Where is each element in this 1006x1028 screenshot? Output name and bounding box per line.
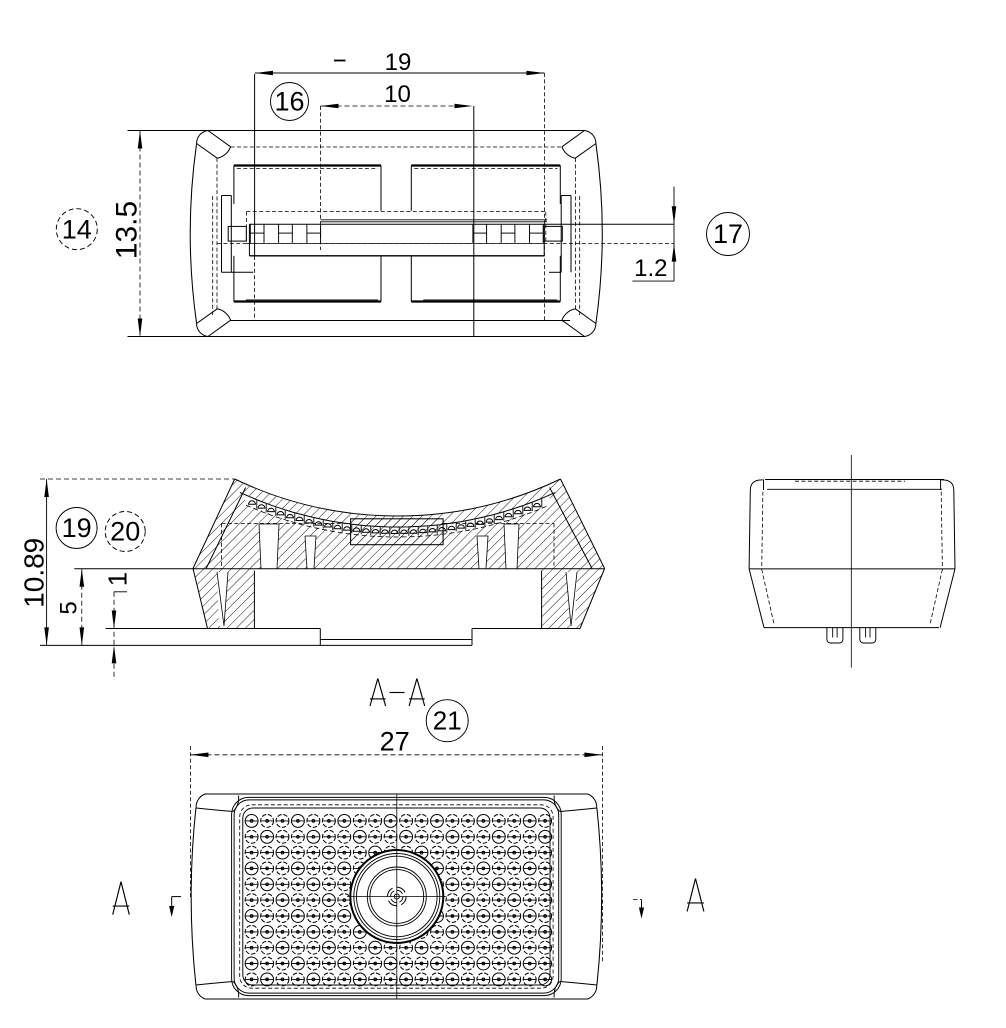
svg-text:10.89: 10.89 xyxy=(19,538,50,608)
svg-text:1.2: 1.2 xyxy=(634,255,667,282)
svg-text:21: 21 xyxy=(433,706,462,736)
svg-text:14: 14 xyxy=(62,214,92,244)
svg-text:1: 1 xyxy=(103,572,133,586)
svg-text:19: 19 xyxy=(385,49,412,76)
svg-text:5: 5 xyxy=(56,601,83,614)
svg-text:17: 17 xyxy=(713,219,743,249)
svg-text:19: 19 xyxy=(62,513,92,543)
svg-text:27: 27 xyxy=(380,727,410,757)
svg-text:20: 20 xyxy=(110,517,140,547)
svg-text:16: 16 xyxy=(274,87,304,117)
svg-text:10: 10 xyxy=(384,81,411,108)
svg-text:13.5: 13.5 xyxy=(111,201,144,259)
